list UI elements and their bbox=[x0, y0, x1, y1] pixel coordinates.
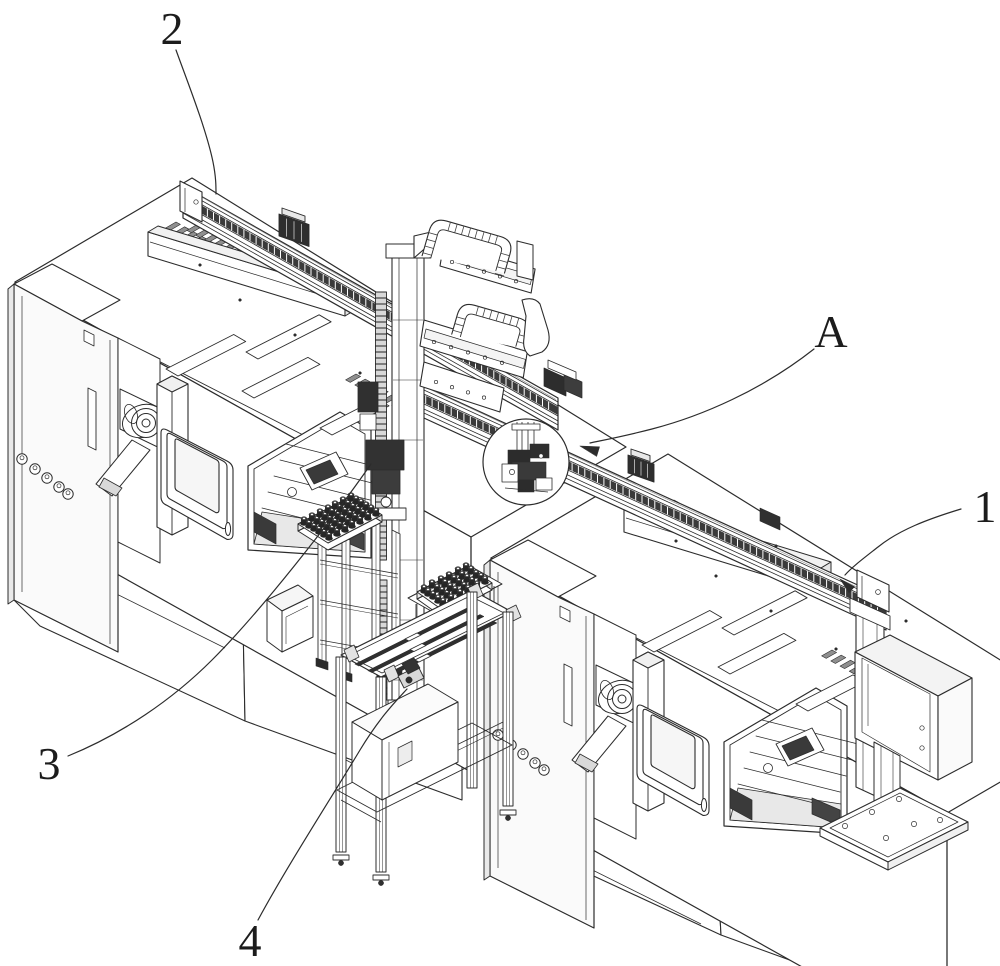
callout-4: 4 bbox=[239, 915, 262, 966]
leader-lines bbox=[67, 49, 962, 921]
leader-line-A bbox=[589, 348, 815, 444]
callout-3: 3 bbox=[38, 738, 61, 789]
callout-1: 1 bbox=[974, 481, 997, 532]
rail-end-cap-left bbox=[179, 180, 203, 223]
detail-circle-A bbox=[482, 418, 570, 506]
rail-carriage-left bbox=[278, 207, 310, 247]
arrowhead-A bbox=[579, 445, 600, 457]
callout-2: 2 bbox=[161, 3, 184, 54]
rail-end-cap-right bbox=[856, 569, 890, 613]
tray-stacker-and-cart bbox=[266, 492, 522, 886]
parts-tray-2 bbox=[416, 562, 493, 617]
callout-labels: 2 A 1 3 4 bbox=[38, 3, 997, 966]
parts-tray-1 bbox=[297, 492, 383, 551]
cable-carrier-loop bbox=[421, 219, 512, 277]
machine-right bbox=[483, 453, 1000, 966]
leader-line-4 bbox=[257, 688, 408, 921]
leader-line-3 bbox=[67, 463, 372, 757]
beam-end-clamp bbox=[543, 359, 583, 399]
callout-A: A bbox=[814, 306, 847, 357]
leader-line-2 bbox=[175, 49, 217, 195]
leader-line-1 bbox=[844, 508, 962, 576]
rail-carriage-right bbox=[627, 448, 655, 483]
electrical-cabinet bbox=[819, 634, 973, 871]
rail-clamp-block bbox=[759, 507, 781, 531]
arrowhead-1 bbox=[839, 578, 855, 593]
